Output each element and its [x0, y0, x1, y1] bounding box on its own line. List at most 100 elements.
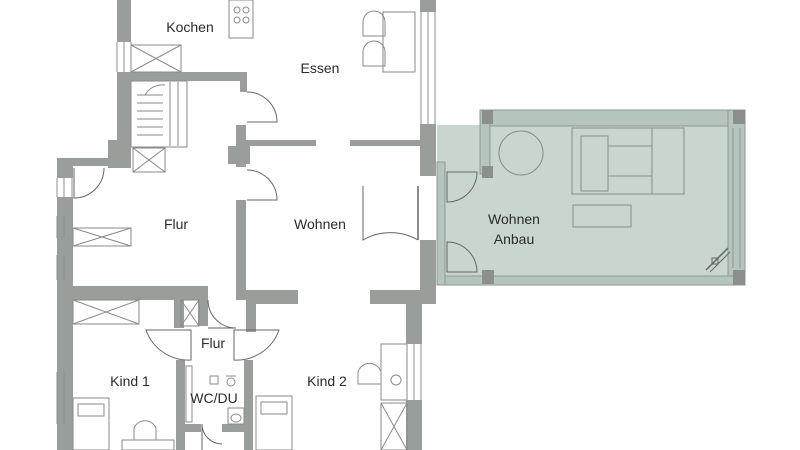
- wall: [70, 360, 182, 366]
- wall: [198, 286, 208, 326]
- wall: [167, 72, 247, 77]
- annex-pillar: [482, 166, 493, 178]
- counter: [130, 44, 182, 73]
- wall: [174, 296, 184, 328]
- room-label-kind1: Kind 1: [110, 373, 150, 389]
- dining-table: [382, 11, 416, 73]
- annex-top-wall: [479, 109, 746, 127]
- wall: [240, 72, 247, 92]
- toilet: [227, 407, 245, 425]
- door-swing: [246, 91, 278, 123]
- flur-cabinet: [72, 227, 132, 247]
- room-label-essen: Essen: [301, 60, 340, 76]
- wall: [222, 424, 244, 432]
- lamp: [390, 374, 402, 386]
- door-swing: [73, 167, 105, 199]
- annex-window-handle: [711, 257, 719, 265]
- shower-rail: [185, 365, 193, 423]
- cabinet: [72, 227, 132, 247]
- annex-pillar: [482, 110, 493, 124]
- room-label-wohnen: Wohnen: [294, 216, 346, 232]
- wall: [406, 304, 422, 344]
- room-label-wc-du: WC/DU: [190, 390, 237, 406]
- annex-room: [436, 109, 746, 286]
- shower-head: [226, 377, 236, 387]
- wall: [57, 158, 117, 166]
- staircase: [130, 80, 188, 148]
- wardrobe: [380, 402, 408, 450]
- wall: [406, 400, 422, 450]
- toilet-bowl: [230, 413, 242, 423]
- annex-door: [446, 171, 478, 203]
- wall: [176, 360, 185, 450]
- annex-left-wall: [436, 161, 446, 286]
- stove-burner: [242, 6, 250, 14]
- kind1-furniture: [72, 299, 200, 450]
- door-swing: [246, 169, 278, 201]
- bed: [255, 395, 293, 450]
- wall: [420, 0, 436, 12]
- wall: [246, 140, 316, 146]
- room-label-wohnen-anbau-1: Wohnen: [488, 211, 540, 227]
- door-swing: [201, 423, 223, 445]
- annex-window-handle: [709, 251, 731, 273]
- wall: [185, 424, 201, 432]
- annex-window-handle: [705, 247, 729, 271]
- wall: [244, 360, 253, 450]
- chair: [133, 420, 157, 441]
- wall: [236, 200, 246, 300]
- kind2-furniture: [255, 343, 408, 450]
- round-table: [498, 130, 544, 176]
- wall: [57, 286, 207, 300]
- wall: [228, 146, 250, 164]
- annex-pillar: [482, 270, 494, 284]
- desk: [380, 343, 408, 401]
- pillow: [260, 401, 288, 415]
- room-label-wohnen-anbau-2: Anbau: [494, 231, 534, 247]
- chair: [362, 40, 386, 67]
- wardrobe: [72, 299, 140, 325]
- wall: [246, 290, 298, 304]
- wall: [57, 246, 73, 286]
- wall: [370, 290, 436, 304]
- bathroom-fixtures: [185, 365, 245, 425]
- annex-right-wall: [727, 109, 746, 286]
- cabinet: [180, 299, 200, 327]
- desk: [121, 439, 175, 450]
- door-swing: [233, 329, 280, 361]
- coffee-table: [572, 204, 632, 228]
- stove-burner: [242, 16, 250, 24]
- dining-set: [362, 10, 416, 73]
- kitchen-fixtures: [130, 0, 254, 173]
- room-label-kochen: Kochen: [166, 19, 213, 35]
- wall: [108, 140, 131, 168]
- bed: [72, 397, 110, 450]
- chair: [357, 363, 382, 385]
- room-label-kind2: Kind 2: [307, 373, 347, 389]
- room-label-flur-small: Flur: [201, 335, 225, 351]
- cabinet: [132, 147, 166, 173]
- wall: [117, 0, 131, 42]
- tap: [209, 375, 219, 385]
- wall: [57, 197, 73, 247]
- stove: [228, 0, 254, 39]
- wall: [420, 240, 436, 290]
- wall: [246, 304, 256, 332]
- stove-burner: [233, 6, 241, 14]
- door-swing: [362, 186, 419, 241]
- annex-pillar: [733, 270, 745, 285]
- chair: [362, 10, 386, 37]
- annex-door: [446, 241, 478, 273]
- wall: [350, 140, 436, 146]
- wall: [57, 286, 73, 450]
- walls: [57, 0, 436, 450]
- pillow: [77, 403, 105, 417]
- sofa-arm: [651, 127, 685, 195]
- door-swing: [145, 329, 192, 361]
- stair-box: [130, 80, 188, 148]
- doors: [73, 91, 419, 450]
- room-label-flur-main: Flur: [164, 216, 188, 232]
- annex-pillar: [733, 110, 745, 124]
- stove-burner: [233, 16, 241, 24]
